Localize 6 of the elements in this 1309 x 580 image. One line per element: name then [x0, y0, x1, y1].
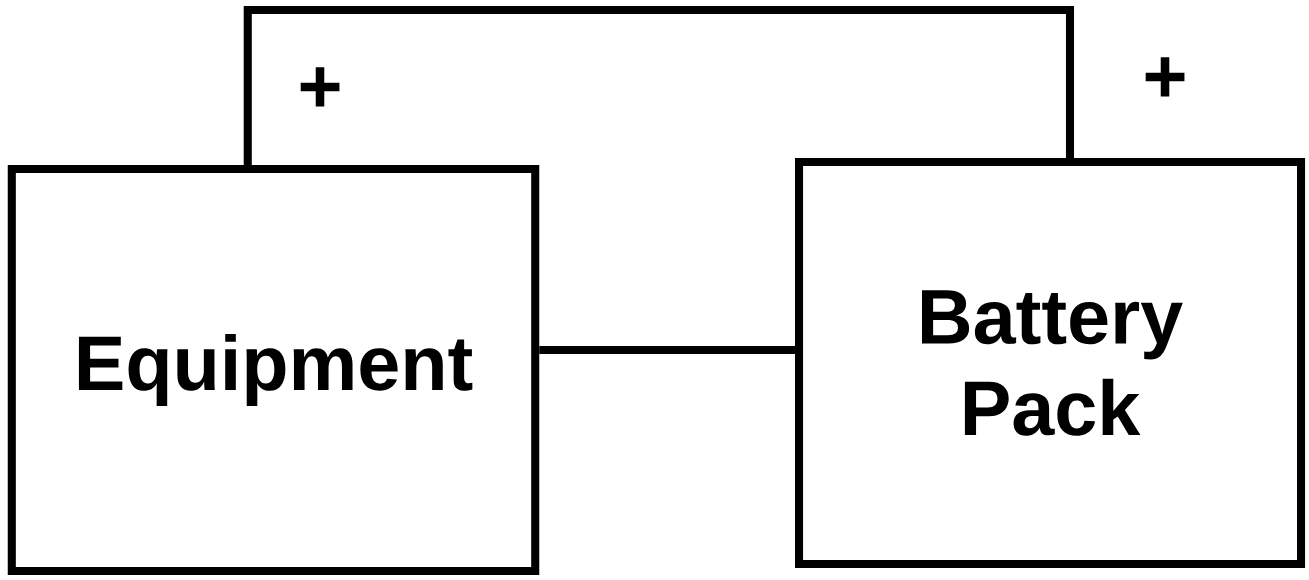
box: Battery Pack — [795, 157, 1306, 569]
connector-line — [243, 5, 1075, 165]
plus-sign: + — [1145, 57, 1185, 97]
connector-line — [539, 345, 795, 355]
plus-sign: + — [300, 67, 340, 107]
box: Equipment — [7, 164, 540, 576]
